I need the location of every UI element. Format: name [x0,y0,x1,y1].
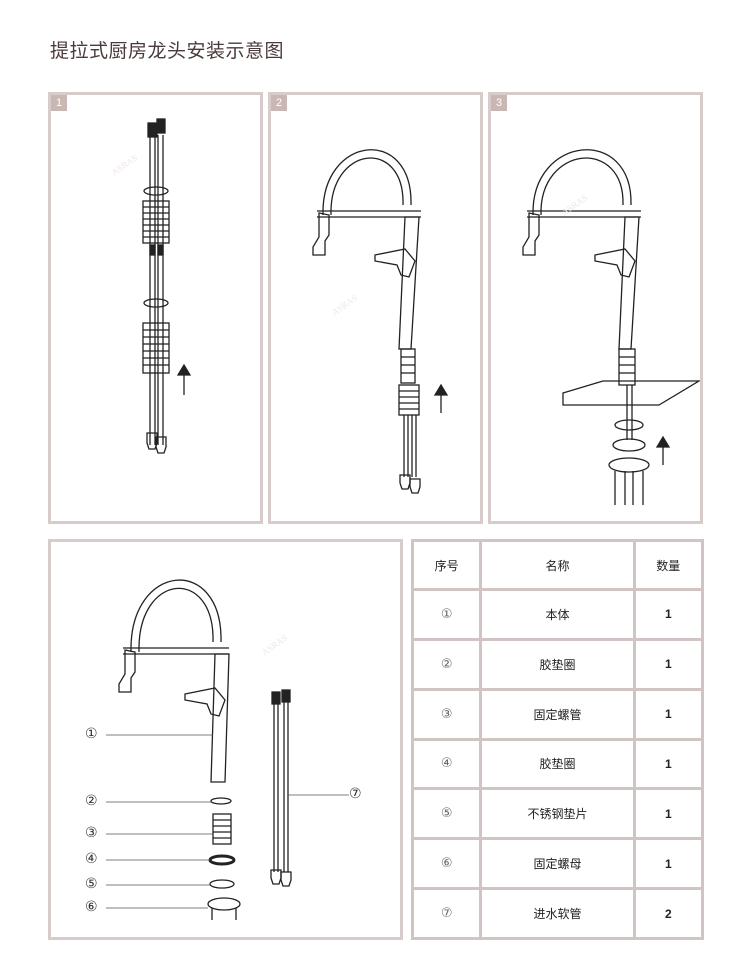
row-name: 胶垫圈 [479,737,636,791]
step-1-illustration [142,118,192,454]
table-row: ⑦ 进水软管 2 [410,887,705,940]
row-index: ⑦ [410,887,483,940]
table-row: ② 胶垫圈 1 [410,637,705,691]
row-name: 固定螺母 [479,837,636,891]
step-3-panel: 3 [488,92,703,524]
callout-3: ③ [85,825,98,841]
step-1-badge: 1 [51,95,67,111]
row-quantity: 2 [632,887,705,940]
callout-5: ⑤ [85,876,98,892]
step-3-illustration [522,149,700,505]
table-row: ④ 胶垫圈 1 [410,737,705,791]
row-index: ③ [410,687,483,741]
row-index: ② [410,637,483,691]
table-row: ⑥ 固定螺母 1 [410,837,705,891]
table-header-row: 序号 名称 数量 [410,539,705,591]
header-index: 序号 [410,539,483,591]
row-quantity: 1 [632,737,705,791]
parts-table: 序号 名称 数量 ① 本体 1 ② 胶垫圈 1 ③ 固定螺管 1 ④ 胶垫圈 1… [410,539,705,940]
row-index: ⑥ [410,837,483,891]
table-row: ③ 固定螺管 1 [410,687,705,741]
row-name: 不锈钢垫片 [479,787,636,841]
row-index: ④ [410,737,483,791]
callout-4: ④ [85,851,98,867]
callout-1: ① [85,726,98,742]
row-name: 胶垫圈 [479,637,636,691]
table-row: ⑤ 不锈钢垫片 1 [410,787,705,841]
row-quantity: 1 [632,787,705,841]
row-index: ⑤ [410,787,483,841]
step-2-panel: 2 [268,92,483,524]
callout-2: ② [85,793,98,809]
row-quantity: 1 [632,588,705,641]
row-name: 进水软管 [479,887,636,940]
row-quantity: 1 [632,837,705,891]
header-name: 名称 [479,539,636,591]
step-3-badge: 3 [491,95,507,111]
row-name: 固定螺管 [479,687,636,741]
step-2-illustration [312,149,449,494]
row-index: ① [410,588,483,641]
step-1-panel: 1 [48,92,263,524]
callout-6: ⑥ [85,899,98,915]
row-name: 本体 [479,588,636,641]
parts-illustration [106,579,349,920]
parts-panel: ① ② ③ ④ ⑤ ⑥ ⑦ [48,539,403,940]
row-quantity: 1 [632,687,705,741]
callout-7: ⑦ [349,786,362,802]
table-row: ① 本体 1 [410,588,705,641]
row-quantity: 1 [632,637,705,691]
step-2-badge: 2 [271,95,287,111]
page-title: 提拉式厨房龙头安装示意图 [50,40,285,62]
header-quantity: 数量 [632,539,705,591]
